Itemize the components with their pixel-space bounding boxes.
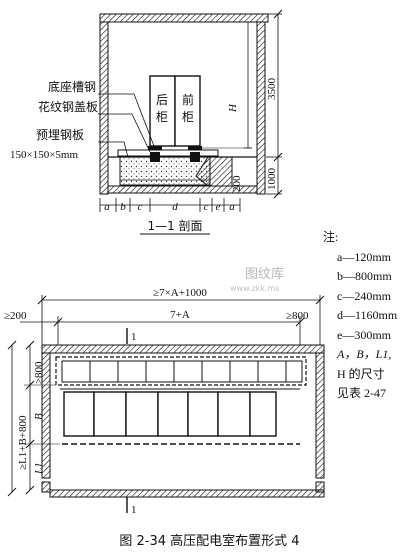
plan-left-wall <box>41 352 51 479</box>
dim-v-B: B <box>33 413 45 420</box>
dim-200: 200 <box>231 175 243 192</box>
dim-bottom-c1: c <box>138 201 143 213</box>
dim-left-gap: ≥200 <box>4 310 27 322</box>
label-checker-plate: 花纹钢盖板 <box>38 99 98 114</box>
dim-right-gap: ≥800 <box>286 310 309 322</box>
front-cabinet-text-2: 柜 <box>182 110 194 124</box>
leader-embedded-plate <box>98 141 129 158</box>
dim-1000: 1000 <box>266 168 278 191</box>
rear-cabinet-text-1: 后 <box>156 93 168 107</box>
trench-bottom <box>107 185 258 194</box>
figure-caption: 图 2-34 高压配电室布置形式 4 <box>119 534 300 549</box>
leader-channel-steel <box>98 93 155 147</box>
note-c: c—240mm <box>337 288 391 303</box>
label-channel-steel: 底座槽钢 <box>48 79 96 94</box>
label-embedded-plate: 预埋钢板 <box>36 128 84 142</box>
note-e: e—300mm <box>337 327 391 342</box>
rear-cabinet-row <box>61 360 303 383</box>
watermark-text: 图纹库 <box>245 266 284 282</box>
leader-checker-plate <box>98 113 151 153</box>
dim-H: H <box>227 103 239 113</box>
note-d: d—1160mm <box>337 308 398 322</box>
cabinet-row-outline <box>55 356 307 386</box>
dim-bottom-a2: a <box>229 201 235 213</box>
watermark-url: www.zkk.ms <box>230 284 279 293</box>
plan-left-wall-low <box>41 481 51 493</box>
rear-cabinet <box>149 75 176 147</box>
dim-v-800: ≥800 <box>33 361 45 384</box>
plan-right-wall <box>315 352 325 479</box>
dim-bottom-d: d <box>172 201 178 213</box>
note-b: b—800mm <box>337 269 392 283</box>
left-wall <box>99 21 109 195</box>
base-channel-left <box>148 146 162 152</box>
roof-slab <box>99 13 269 23</box>
note-ref: 见表 2-47 <box>337 386 386 400</box>
trench-slope <box>195 156 233 187</box>
rear-cabinet-text-2: 柜 <box>156 110 168 124</box>
dim-bottom-c2: c <box>204 201 209 213</box>
plan-view: ≥7×A+1000 7+A ≥200 ≥800 1 <box>4 287 325 516</box>
dim-v-L1: L1 <box>33 462 45 475</box>
section-view: 后 柜 前 柜 底座槽钢 花纹钢盖板 预埋钢板 150×150×5mm H 35… <box>10 9 283 235</box>
right-wall <box>256 21 266 195</box>
section-mark-bottom: 1 <box>131 504 137 516</box>
note-a: a—120mm <box>337 249 391 264</box>
note-size: H 的尺寸 <box>337 366 385 381</box>
front-cabinet-row <box>63 391 277 437</box>
plan-top-wall <box>41 344 325 354</box>
section-title: 1—1 剖面 <box>147 219 202 233</box>
base-channel-right <box>188 146 202 152</box>
dim-bottom-a1: a <box>104 201 110 213</box>
dim-v-total: ≥L1+B+800 <box>17 415 29 470</box>
front-cabinet-text-1: 前 <box>182 92 194 107</box>
dim-bottom-e: e <box>216 201 221 213</box>
plan-bottom-wall <box>49 489 325 498</box>
dim-inner-width: 7+A <box>170 309 190 321</box>
note-vars: A，B，L1, <box>337 347 392 361</box>
dim-3500: 3500 <box>266 78 278 101</box>
cover-plate <box>117 149 219 157</box>
notes-panel: 注: a—120mm b—800mm c—240mm d—1160mm e—30… <box>323 228 417 404</box>
notes-title: 注: <box>323 230 339 244</box>
dim-bottom-b: b <box>120 201 126 213</box>
label-embedded-plate-size: 150×150×5mm <box>10 149 78 161</box>
section-mark-top: 1 <box>131 331 137 343</box>
dim-total-width: ≥7×A+1000 <box>153 287 207 299</box>
front-cabinet <box>174 75 201 147</box>
